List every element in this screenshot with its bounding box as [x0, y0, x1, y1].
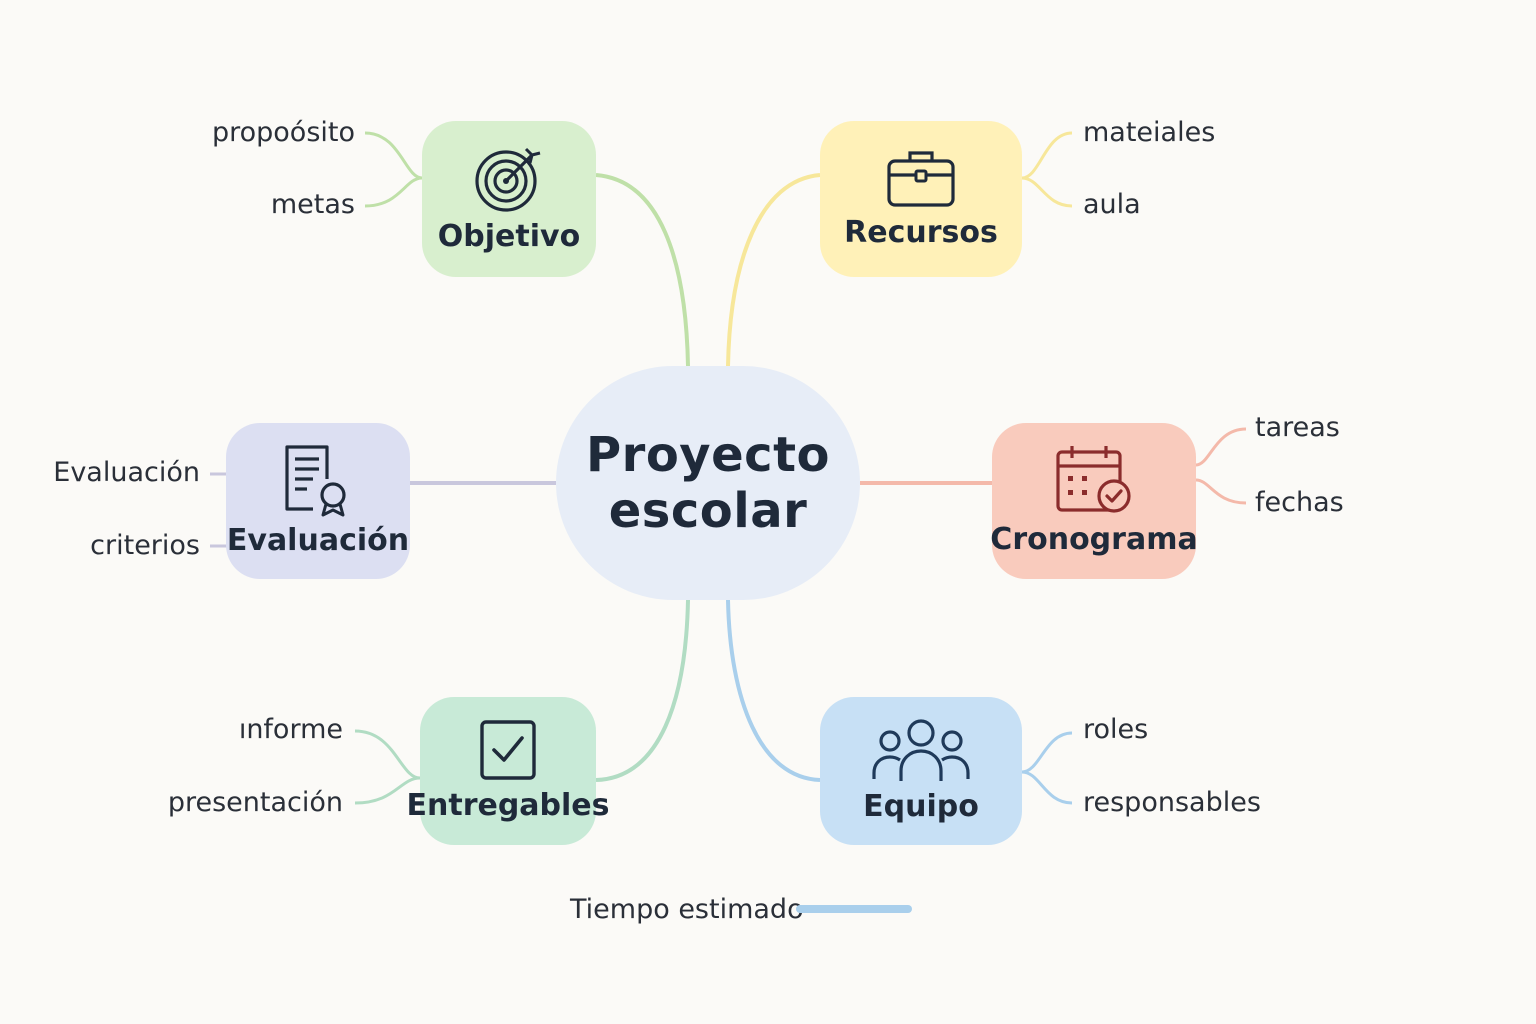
node-label: Evaluación: [226, 523, 410, 558]
node-equipo[interactable]: Equipo: [820, 697, 1022, 845]
leaf-connector: [1021, 731, 1073, 805]
leaf-fechas[interactable]: fechas: [1255, 487, 1344, 518]
node-label: Entregables: [406, 788, 610, 823]
calendar-check-icon: [1056, 446, 1131, 513]
leaf-connector: [364, 131, 423, 208]
legend-bar: [796, 905, 912, 913]
branch-recursos: [726, 173, 821, 367]
node-objetivo[interactable]: Objetivo: [422, 121, 596, 277]
leaf-connector: [354, 729, 421, 805]
leaf-aula[interactable]: aula: [1083, 189, 1141, 220]
node-label: Cronograma: [990, 522, 1198, 557]
leaf-tareas[interactable]: tareas: [1255, 412, 1340, 443]
node-recursos[interactable]: Recursos: [820, 121, 1022, 277]
node-cronograma[interactable]: Cronograma: [990, 423, 1198, 579]
node-label: Objetivo: [437, 219, 581, 254]
central-topic[interactable]: Proyecto escolar: [556, 366, 860, 600]
leaf-connector: [210, 472, 228, 548]
leaf-evaluacion[interactable]: Evaluación: [53, 457, 200, 488]
leaf-roles[interactable]: roles: [1083, 714, 1149, 745]
node-label: Equipo: [863, 789, 979, 824]
leaf-criterios[interactable]: criterios: [90, 530, 200, 561]
checkbox-icon: [480, 720, 536, 780]
legend-label: Tiempo estimado: [570, 894, 804, 925]
branch-equipo: [726, 599, 821, 782]
branch-entregables: [595, 599, 690, 782]
node-entregables[interactable]: Entregables: [407, 697, 610, 845]
leaf-proposito[interactable]: propoósito: [211, 117, 355, 148]
leaf-informe[interactable]: ınforme: [238, 714, 343, 745]
leaf-connector: [1195, 427, 1247, 505]
team-icon: [872, 719, 970, 781]
leaf-responsables[interactable]: responsables: [1083, 787, 1261, 818]
central-topic-line-2: escolar: [608, 483, 808, 539]
branch-objetivo: [595, 173, 690, 367]
leaf-connector: [1021, 131, 1073, 208]
toolbox-icon: [887, 151, 955, 207]
certificate-icon: [285, 445, 346, 517]
node-evaluacion[interactable]: Evaluación: [226, 423, 410, 579]
node-label: Recursos: [844, 215, 998, 250]
leaf-metas[interactable]: metas: [270, 189, 355, 220]
leaf-presentacion[interactable]: presentación: [167, 787, 343, 818]
target-icon: [475, 147, 541, 212]
central-topic-line-1: Proyecto: [585, 427, 831, 483]
leaf-materiales[interactable]: mateiales: [1083, 117, 1216, 148]
